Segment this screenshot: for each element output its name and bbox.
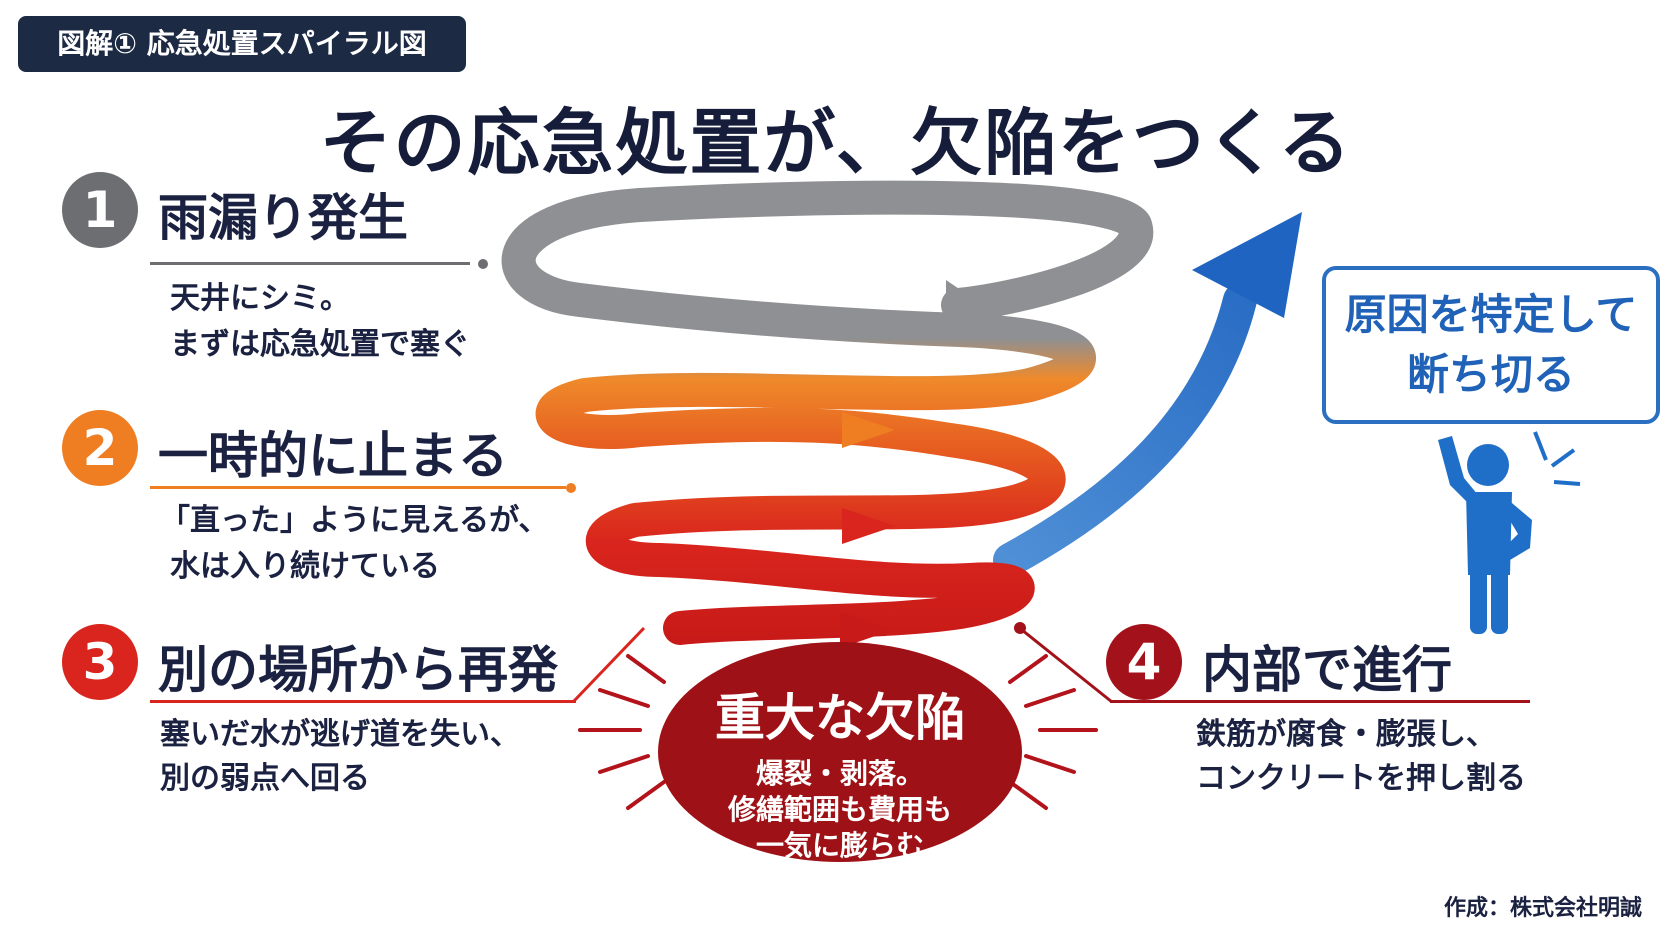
step-4-number: 4 [1106,624,1182,700]
step-3-desc-2: 別の弱点へ回る [160,761,370,796]
step-3-title: 別の場所から再発 [158,641,558,699]
step-2-desc-2: 水は入り続けている [170,549,440,584]
defect-title: 重大な欠陥 [715,689,965,747]
cta-line-2: 断ち切る [1406,350,1575,399]
step-4-desc-1: 鉄筋が腐食・膨張し、 [1196,717,1496,752]
burst-lines [578,654,1098,810]
step-1-rule [150,262,470,265]
step-1-dot [478,259,488,269]
step-4-title: 内部で進行 [1202,641,1452,699]
defect-label: 重大な欠陥 爆裂・剥落。 修繕範囲も費用も 一気に膨らむ [658,666,1022,866]
step-1-number: 1 [62,172,138,248]
cta-box: 原因を特定して 断ち切る [1322,266,1660,424]
cta-line-1: 原因を特定して [1344,290,1638,339]
step-4-desc-2: コンクリートを押し割る [1196,761,1526,796]
step-2-desc-1: 「直った」ように見えるが、 [160,503,549,538]
step-1-desc-2: まずは応急処置で塞ぐ [170,327,470,362]
step-3-desc-1: 塞いだ水が逃げ道を失い、 [160,717,520,752]
up-arrow-icon [993,212,1302,577]
figure-tag: 図解① 応急処置スパイラル図 [18,16,466,72]
defect-line-2: 修繕範囲も費用も [727,793,952,826]
step-4-rule [1110,700,1530,703]
page-title: その応急処置が、欠陥をつくる [319,101,1353,185]
defect-line-3: 一気に膨らむ [755,829,924,862]
credit: 作成：株式会社明誠 [1443,896,1642,921]
step-1-title: 雨漏り発生 [158,189,408,247]
step-3-leader [572,626,646,703]
spiral-arrow [501,180,1153,648]
step-4-leader [1014,622,1113,704]
step-2-title: 一時的に止まる [158,427,508,485]
step-2-number: 2 [62,410,138,486]
defect-circle [658,642,1022,862]
step-1-desc-1: 天井にシミ。 [170,281,350,316]
defect-line-1: 爆裂・剥落。 [755,757,924,790]
step-3-rule [150,700,576,703]
step-2-dot [566,483,576,493]
person-raising-arm-icon [1438,431,1581,634]
step-2-rule [150,486,566,489]
step-3-number: 3 [62,624,138,700]
